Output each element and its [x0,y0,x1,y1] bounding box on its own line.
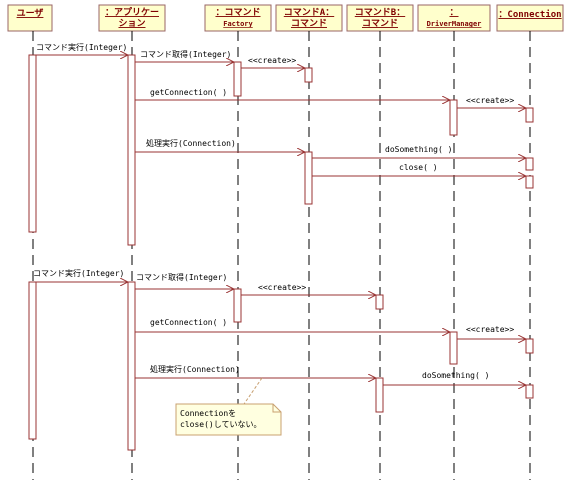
lifeline-header-conn[interactable]: ：Connection [496,4,564,32]
activation-conn-close-1 [525,175,534,189]
activation-cmdA-create-1 [304,67,313,83]
message-label-m12: getConnection( ) [150,318,227,327]
message-label-m3: <<create>> [248,56,296,65]
lifeline-header-dm[interactable]: ： DriverManager [417,4,491,32]
message-label-m6: 処理実行(Connection) [146,138,236,148]
lifeline-title-factory: ：コマンド [215,7,260,18]
lifeline-header-cmdA[interactable]: コマンドA： コマンド [275,4,343,32]
lifeline-title-dm: ： [449,8,458,18]
message-label-m4: getConnection( ) [150,88,227,97]
activation-conn-create-2 [525,338,534,354]
message-label-m15: doSomething( ) [422,371,489,380]
message-label-m8: close( ) [399,163,438,172]
activation-cmdB-create-2 [375,294,384,310]
note-text-line1: Connectionを [180,409,236,418]
lifeline-header-cmdB[interactable]: コマンドB： コマンド [346,4,414,32]
activation-factory-2 [233,288,242,323]
lifeline-title-conn: ：Connection [498,9,561,20]
activation-app-2 [127,281,136,451]
message-label-m7: doSomething( ) [385,145,452,154]
message-label-m1: コマンド実行(Integer) [36,42,127,52]
lifeline-title-cmdA: コマンドA： [284,7,334,18]
activation-factory-1 [233,61,242,97]
note-anchor-line [243,377,263,405]
lifeline-title-app: ：アプリケー [105,6,159,18]
message-label-m5: <<create>> [466,96,514,105]
lifeline-title2-cmdA: コマンド [291,18,327,29]
lifeline-title-user: ユーザ [17,8,44,19]
activation-conn-do-1 [525,157,534,171]
message-label-m14: 処理実行(Connection) [150,364,240,374]
activation-dm-2 [449,331,458,365]
activation-conn-create-1 [525,107,534,123]
activation-app-1 [127,54,136,246]
lifeline-title2-dm: DriverManager [427,20,482,28]
activation-dm-1 [449,99,458,136]
message-label-m2: コマンド取得(Integer) [140,49,231,59]
note-box[interactable]: Connectionを close()していない。 [175,403,282,436]
message-label-m11: <<create>> [258,283,306,292]
activation-user-2 [28,281,37,440]
message-label-m9: コマンド実行(Integer) [33,268,124,278]
activation-cmdA-process-1 [304,151,313,205]
lifeline-title2-cmdB: コマンド [362,18,398,29]
lifeline-title2-app: ション [118,18,145,29]
activation-conn-do-2 [525,384,534,399]
message-label-m10: コマンド取得(Integer) [136,272,227,282]
lifeline-title2-factory: Factory [223,20,253,28]
lifeline-header-user[interactable]: ユーザ [7,4,53,32]
note-text-line2: close()していない。 [180,420,261,429]
activation-user-1 [28,54,37,233]
lifeline-header-factory[interactable]: ：コマンド Factory [204,4,272,32]
activation-cmdB-process-2 [375,377,384,413]
lifeline-header-app[interactable]: ：アプリケー ション [98,4,166,32]
message-label-m13: <<create>> [466,325,514,334]
lifeline-title-cmdB: コマンドB： [355,7,405,18]
